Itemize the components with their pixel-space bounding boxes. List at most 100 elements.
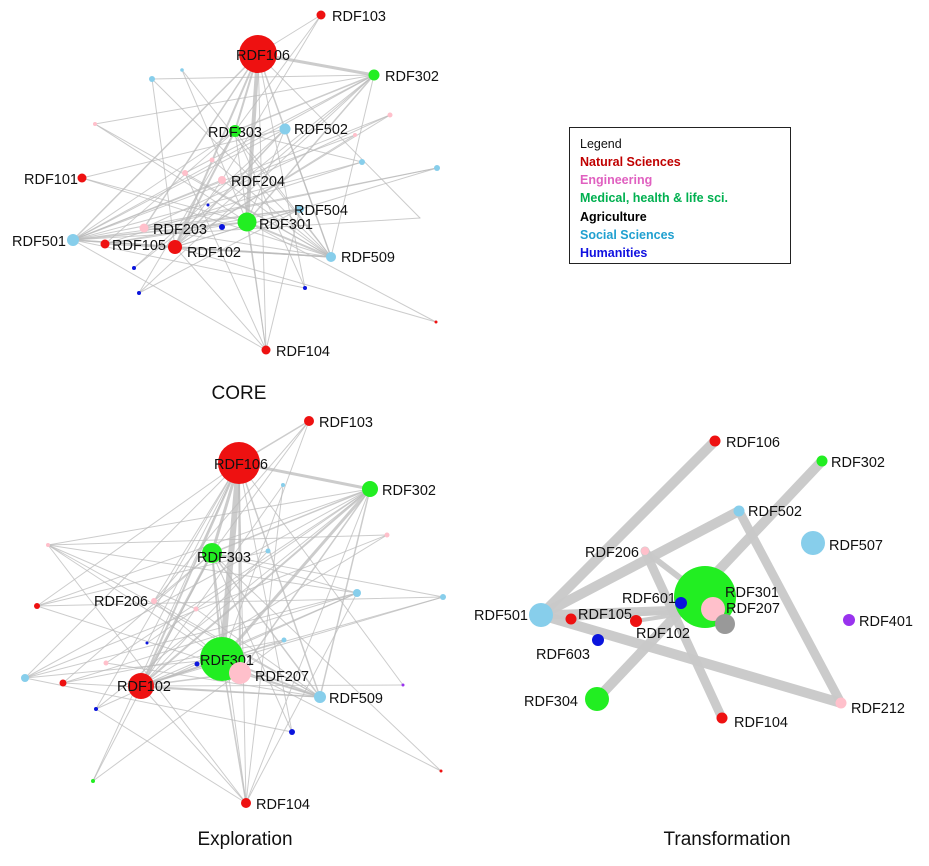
network-edge [36, 488, 371, 607]
network-edge [153, 420, 310, 602]
network-edge [47, 534, 388, 546]
node-rdf301 [237, 212, 257, 232]
minor-node [91, 779, 95, 783]
network-edge [72, 53, 259, 241]
network-edge [62, 592, 358, 684]
legend-entry-agriculture: Agriculture [580, 209, 647, 224]
network-edge [47, 544, 223, 660]
network-edge [536, 506, 744, 620]
network-edge [143, 167, 438, 229]
node-label: RDF603 [536, 647, 590, 663]
network-edge [143, 53, 259, 229]
network-edge [146, 488, 371, 644]
network-edge [211, 552, 444, 598]
node-rdf303 [229, 125, 241, 137]
legend-entry-natural-sciences: Natural Sciences [580, 155, 681, 169]
network-edge [184, 172, 332, 258]
network-edge [104, 208, 301, 245]
node-rdf103 [316, 10, 326, 20]
exploration-title: Exploration [197, 829, 292, 850]
node-rdf102 [168, 240, 182, 254]
node-label: RDF204 [231, 174, 285, 190]
node-rdf507 [801, 531, 825, 555]
network-edge [174, 246, 267, 351]
node-label: RDF601 [622, 591, 676, 607]
minor-node [209, 157, 215, 163]
minor-node [145, 641, 149, 645]
node-rdf106 [218, 442, 260, 484]
network-edge [221, 420, 310, 660]
node-label: RDF103 [332, 9, 386, 25]
node-label: RDF203 [153, 222, 207, 238]
network-edge [238, 462, 293, 733]
network-edge [640, 546, 727, 723]
network-edge [24, 462, 240, 679]
node-unlabeled-grey [715, 614, 735, 634]
network-edge [257, 53, 306, 289]
network-edge [36, 550, 269, 607]
node-label: RDF102 [187, 245, 241, 261]
node-label: RDF501 [474, 608, 528, 624]
network-edge [234, 74, 375, 132]
minor-node [180, 68, 184, 72]
node-label: RDF105 [112, 238, 166, 254]
minor-node [103, 660, 109, 666]
network-edge [221, 658, 442, 772]
network-edge [104, 243, 332, 258]
node-rdf603 [592, 634, 604, 646]
node-rdf104 [716, 712, 728, 724]
node-rdf106 [239, 35, 277, 73]
node-label: RDF507 [829, 538, 883, 554]
network-edge [245, 592, 358, 804]
network-edge [133, 74, 375, 269]
node-label: RDF106 [236, 48, 290, 64]
network-edge [47, 544, 358, 594]
minor-node [281, 483, 285, 487]
node-rdf509 [326, 252, 336, 262]
network-edge [184, 74, 375, 174]
network-edge [47, 544, 247, 804]
minor-node [149, 76, 155, 82]
network-edge [146, 462, 240, 644]
network-edge [211, 552, 293, 733]
node-rdf103 [304, 416, 314, 426]
node-rdf102 [128, 673, 154, 699]
minor-node [182, 170, 188, 176]
network-edge [234, 130, 363, 163]
node-rdf302 [816, 455, 828, 467]
node-rdf502 [733, 505, 745, 517]
network-edge [105, 662, 321, 698]
network-edge [734, 506, 846, 708]
network-edge [256, 52, 376, 77]
node-label: RDF102 [636, 626, 690, 642]
network-edge [94, 123, 248, 223]
network-edge [47, 544, 321, 698]
network-edge [246, 221, 437, 323]
network-edge [36, 462, 240, 607]
network-edge [24, 534, 388, 679]
network-edge [246, 74, 375, 223]
network-edge [211, 159, 332, 258]
core-edges [72, 14, 438, 351]
network-edge [62, 682, 321, 698]
exploration-nodes: RDF103RDF106RDF302RDF303RDF206RDF301RDF2… [21, 415, 446, 813]
node-rdf504 [296, 205, 304, 213]
network-edge [47, 488, 371, 546]
network-edge [181, 69, 332, 258]
network-edge [138, 130, 236, 294]
exploration-edges [24, 420, 444, 804]
minor-node [434, 165, 440, 171]
network-edge [234, 14, 322, 132]
network-edge [143, 114, 391, 229]
network-edge [81, 177, 332, 258]
network-edge [72, 239, 306, 289]
network-edge [72, 221, 248, 241]
network-edge [24, 677, 293, 733]
node-label: RDF304 [524, 694, 578, 710]
node-rdf206 [641, 547, 649, 555]
node-label: RDF212 [851, 701, 905, 717]
network-edge [195, 608, 321, 698]
network-edge [95, 708, 247, 804]
minor-node [34, 603, 40, 609]
node-label: RDF206 [585, 545, 639, 561]
